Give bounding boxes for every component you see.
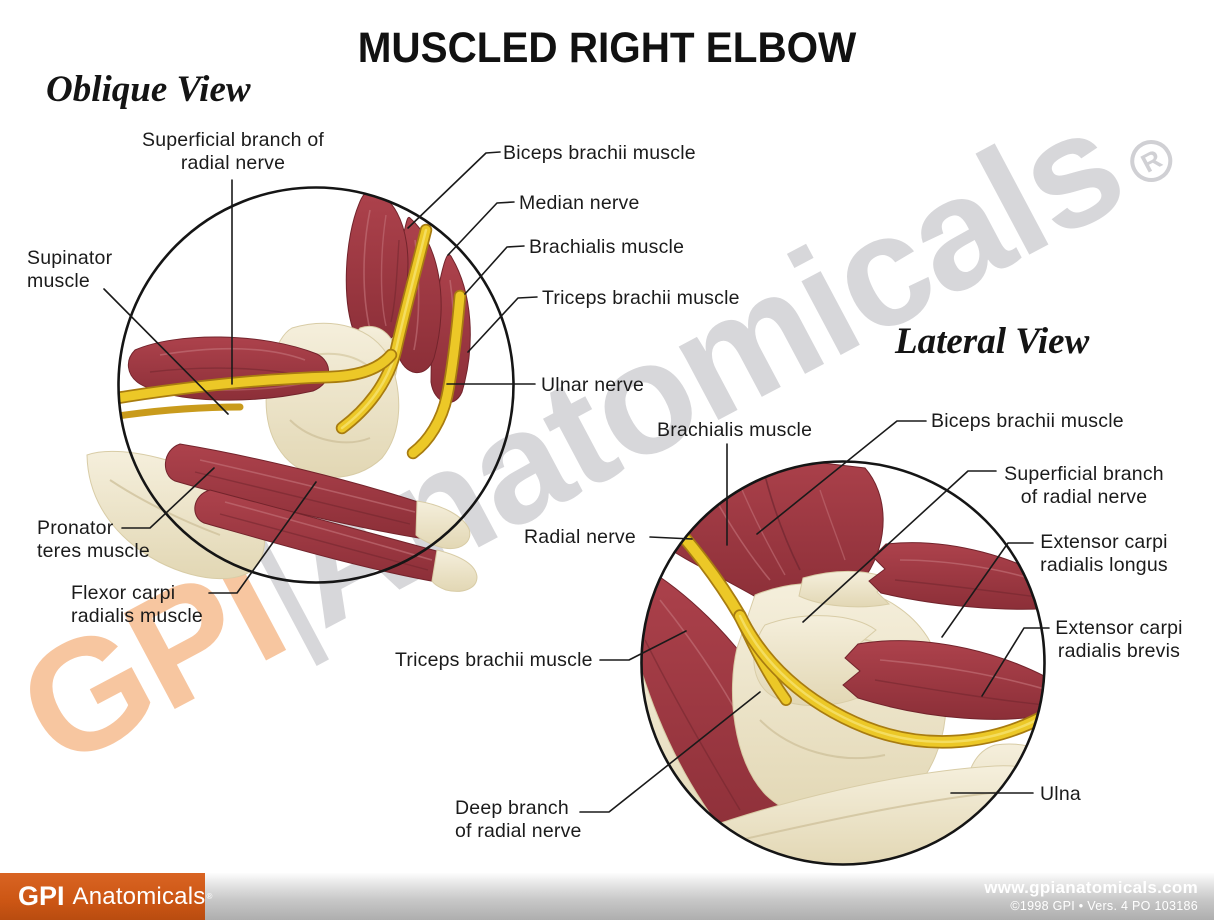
leader-supinator [103, 288, 229, 415]
footer-gpi-logo: GPI [18, 881, 65, 911]
leader-extensor-brevis [981, 627, 1050, 697]
leader-biceps-lateral [756, 420, 927, 535]
footer-website: www.gpianatomicals.com [984, 878, 1198, 897]
leader-brachialis-oblique [464, 245, 525, 295]
leader-extensor-longus [941, 542, 1034, 638]
leader-biceps-oblique [407, 151, 501, 229]
leader-radial-nerve [649, 536, 693, 540]
oblique-circle-frame [117, 186, 515, 584]
leader-median-nerve [447, 201, 515, 256]
label-biceps-lateral: Biceps brachii muscle [931, 410, 1124, 432]
leader-triceps-lateral [599, 630, 687, 661]
lateral-view-heading: Lateral View [895, 321, 1090, 362]
leader-pronator-teres [121, 467, 215, 529]
label-brachialis-lateral: Brachialis muscle [657, 419, 813, 441]
footer-info: www.gpianatomicals.com ©1998 GPI • Vers.… [984, 878, 1198, 913]
leader-deep-branch [579, 691, 761, 813]
label-radial-nerve: Radial nerve [524, 526, 636, 548]
leader-lines [103, 151, 1050, 813]
leader-flexor-carpi [208, 481, 317, 594]
label-ulna: Ulna [1040, 783, 1081, 805]
lateral-circle-frame [640, 460, 1046, 866]
leader-triceps-oblique [467, 296, 538, 353]
footer-brand-block: GPI Anatomicals ® [0, 873, 212, 920]
lateral-model [640, 460, 1046, 866]
leader-superficial-branch-lateral [802, 470, 997, 623]
page-title: MUSCLED RIGHT ELBOW [357, 24, 857, 72]
label-triceps-lateral: Triceps brachii muscle [395, 649, 593, 671]
oblique-model [86, 186, 515, 592]
footer-bar: GPI Anatomicals ® www.gpianatomicals.com… [0, 873, 1214, 920]
oblique-view-heading: Oblique View [46, 69, 251, 110]
footer-registered-icon: ® [206, 892, 213, 901]
label-biceps-oblique: Biceps brachii muscle [503, 142, 696, 164]
label-triceps-oblique: Triceps brachii muscle [542, 287, 740, 309]
label-median-nerve: Median nerve [519, 192, 640, 214]
footer-anatomicals-text: Anatomicals [72, 882, 206, 910]
label-ulnar-nerve: Ulnar nerve [541, 374, 644, 396]
label-brachialis-oblique: Brachialis muscle [529, 236, 685, 258]
footer-copyright: ©1998 GPI • Vers. 4 PO 103186 [1010, 899, 1198, 913]
